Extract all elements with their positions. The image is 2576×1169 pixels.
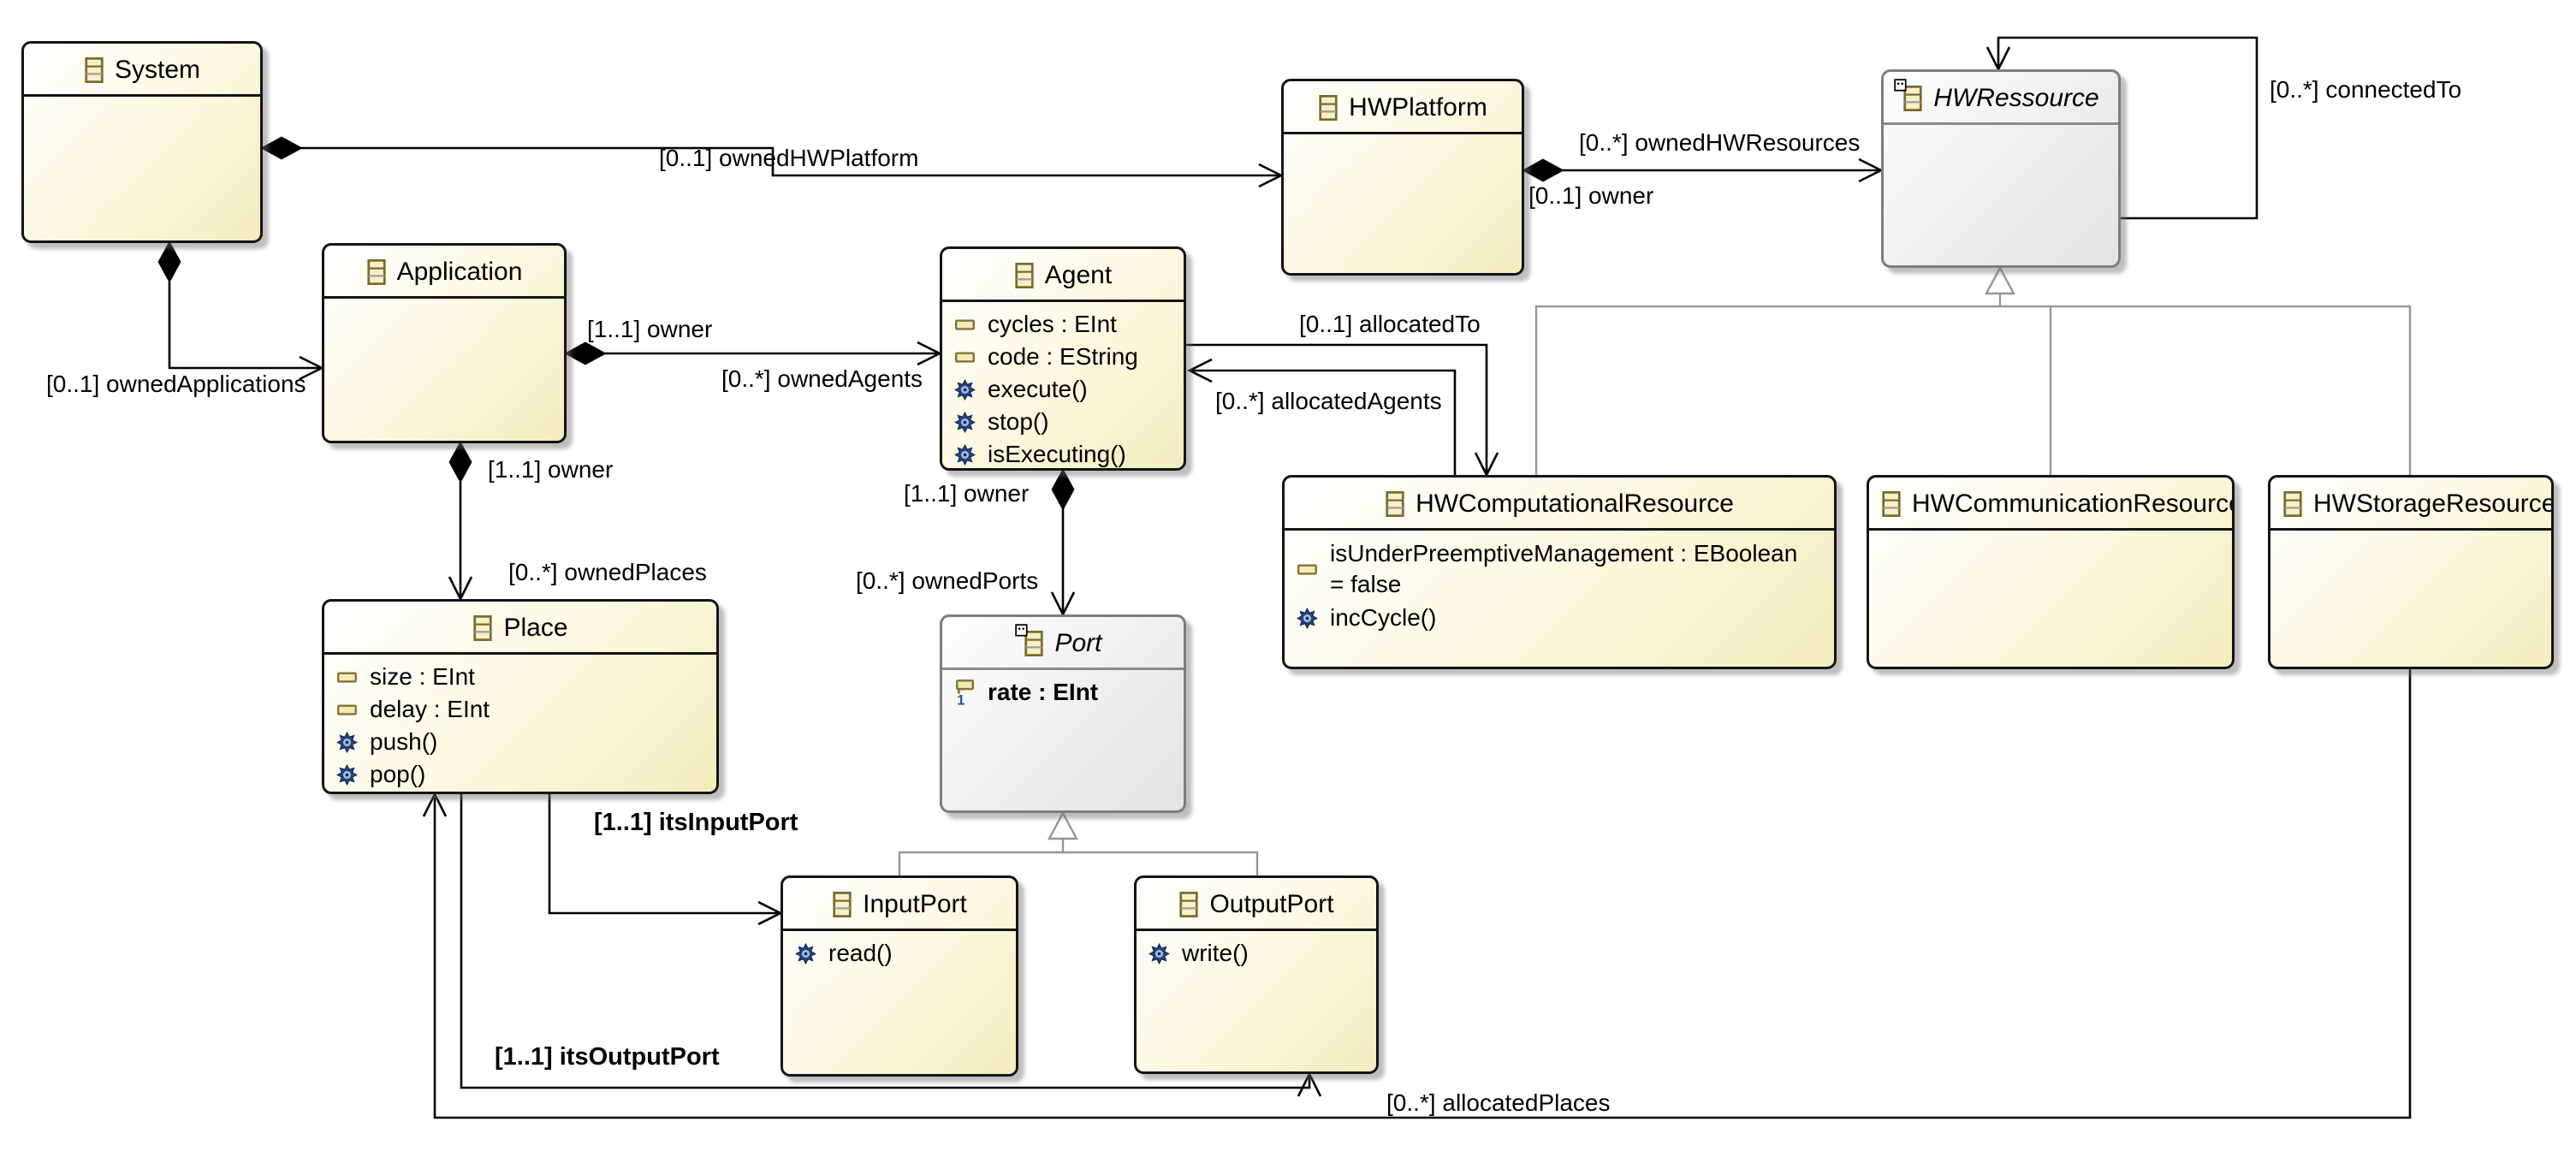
- class-application[interactable]: Application: [322, 243, 567, 443]
- eattribute-icon: [954, 315, 976, 334]
- eclass-icon: [1014, 262, 1035, 289]
- class-outputport[interactable]: OutputPort write(): [1134, 875, 1379, 1074]
- eoperation-gear-icon: [954, 411, 976, 433]
- edge-label-its-output-port[interactable]: [1..1] itsOutputPort: [495, 1043, 720, 1071]
- eoperation-gear-icon: [1149, 942, 1171, 964]
- edge-label-allocated-places[interactable]: [0..*] allocatedPlaces: [1386, 1089, 1611, 1116]
- operation-inccycle[interactable]: incCycle(): [1297, 602, 1831, 634]
- operation-execute[interactable]: execute(): [954, 373, 1180, 406]
- edge-label-owned-hwresources[interactable]: [0..*] ownedHWResources: [1579, 129, 1861, 156]
- eclass-icon: [832, 891, 852, 918]
- attribute-code[interactable]: code : EString: [954, 341, 1180, 373]
- class-system[interactable]: System: [21, 41, 263, 243]
- attribute-size[interactable]: size : EInt: [336, 661, 713, 693]
- operation-stop[interactable]: stop(): [954, 406, 1180, 438]
- edge-label-owned-applications[interactable]: [0..1] ownedApplications: [46, 371, 306, 397]
- eclass-icon: [366, 258, 387, 286]
- svg-text:1: 1: [957, 692, 965, 706]
- edge-label-allocated-agents[interactable]: [0..*] allocatedAgents: [1215, 388, 1442, 414]
- eclass-abstract-icon: [1894, 78, 1923, 112]
- class-port[interactable]: Port 1 rate : EInt: [940, 614, 1186, 813]
- eoperation-gear-icon: [954, 378, 976, 401]
- class-hwcommunicationresource[interactable]: HWCommunicationResource: [1867, 475, 2235, 669]
- edge-label-owner-application-agent[interactable]: [1..1] owner: [587, 316, 713, 342]
- edge-label-owner-application-place[interactable]: [1..1] owner: [488, 456, 614, 483]
- edge-label-owned-places[interactable]: [0..*] ownedPlaces: [508, 559, 707, 585]
- edge-label-owner-platform[interactable]: [0..1] owner: [1528, 182, 1654, 209]
- edge-label-owned-hwplatform[interactable]: [0..1] ownedHWPlatform: [659, 145, 919, 171]
- edge-owned-hwplatform[interactable]: [260, 136, 1284, 188]
- eclass-icon: [472, 614, 493, 642]
- attribute-cycles[interactable]: cycles : EInt: [954, 308, 1180, 341]
- edge-owned-places[interactable]: [448, 441, 473, 602]
- edge-label-connected-to[interactable]: [0..*] connectedTo: [2270, 76, 2462, 103]
- operation-pop[interactable]: pop(): [336, 758, 713, 791]
- edge-allocated-agents[interactable]: [1187, 358, 1457, 475]
- operation-write[interactable]: write(): [1149, 937, 1373, 970]
- class-title: HWRessource: [1933, 83, 2099, 112]
- class-title: HWStorageResource: [2313, 489, 2554, 518]
- class-title: InputPort: [863, 889, 967, 918]
- class-hwcomputationalresource[interactable]: HWComputationalResource isUnderPreemptiv…: [1282, 475, 1837, 669]
- eoperation-gear-icon: [954, 443, 976, 466]
- class-title: Agent: [1044, 260, 1113, 289]
- eoperation-gear-icon: [1297, 607, 1319, 629]
- attribute-isunderpreemptivemanagement[interactable]: isUnderPreemptiveManagement : EBoolean =…: [1297, 537, 1831, 602]
- eclass-icon: [2282, 490, 2303, 518]
- class-hwressource[interactable]: HWRessource: [1881, 69, 2121, 268]
- edge-owned-agents[interactable]: [564, 341, 942, 366]
- attribute-rate[interactable]: 1 rate : EInt: [954, 676, 1180, 709]
- eattribute-required-icon: 1: [954, 679, 976, 707]
- operation-isexecuting[interactable]: isExecuting(): [954, 438, 1180, 468]
- eclass-icon: [1178, 891, 1199, 918]
- class-title: Place: [503, 613, 568, 642]
- eattribute-icon: [336, 668, 359, 686]
- edge-label-owned-ports[interactable]: [0..*] ownedPorts: [856, 567, 1039, 594]
- edge-owned-hwresources[interactable]: [1522, 157, 1884, 183]
- class-hwstorageresource[interactable]: HWStorageResource: [2268, 475, 2554, 669]
- class-title: HWComputationalResource: [1416, 489, 1734, 518]
- eoperation-gear-icon: [336, 731, 359, 753]
- eoperation-gear-icon: [795, 942, 817, 964]
- eclass-icon: [84, 56, 104, 84]
- eclass-abstract-icon: [1015, 623, 1044, 657]
- edge-label-owned-agents[interactable]: [0..*] ownedAgents: [721, 365, 923, 392]
- class-agent[interactable]: Agent cycles : EInt code : EString execu…: [940, 246, 1186, 471]
- operation-push[interactable]: push(): [336, 726, 713, 758]
- class-title: Port: [1054, 628, 1102, 657]
- edge-owned-ports[interactable]: [1050, 468, 1076, 617]
- class-title: OutputPort: [1209, 889, 1334, 918]
- class-hwplatform[interactable]: HWPlatform: [1281, 79, 1524, 276]
- eattribute-icon: [1297, 560, 1319, 579]
- class-title: HWPlatform: [1349, 92, 1487, 122]
- class-title: System: [114, 55, 201, 84]
- eclass-icon: [1385, 490, 1405, 518]
- generalization-hwresources[interactable]: [1534, 265, 2412, 475]
- edge-owned-applications[interactable]: [157, 240, 324, 381]
- attribute-delay[interactable]: delay : EInt: [336, 693, 713, 726]
- class-title: HWCommunicationResource: [1912, 489, 2235, 518]
- eclass-icon: [1318, 94, 1338, 122]
- eattribute-icon: [954, 347, 976, 366]
- operation-read[interactable]: read(): [795, 937, 1012, 970]
- edge-its-output-port[interactable]: [460, 794, 1322, 1097]
- eclass-icon: [1881, 490, 1902, 518]
- edge-label-its-input-port[interactable]: [1..1] itsInputPort: [594, 809, 798, 836]
- class-place[interactable]: Place size : EInt delay : EInt push() po…: [322, 599, 719, 794]
- edge-label-owner-agent-port[interactable]: [1..1] owner: [904, 480, 1030, 507]
- class-inputport[interactable]: InputPort read(): [781, 875, 1018, 1077]
- eoperation-gear-icon: [336, 763, 359, 786]
- edge-allocated-places[interactable]: [422, 669, 2412, 1119]
- edge-label-allocated-to[interactable]: [0..1] allocatedTo: [1299, 311, 1481, 337]
- eattribute-icon: [336, 700, 359, 719]
- generalization-ports[interactable]: [898, 810, 1259, 875]
- class-title: Application: [396, 257, 523, 286]
